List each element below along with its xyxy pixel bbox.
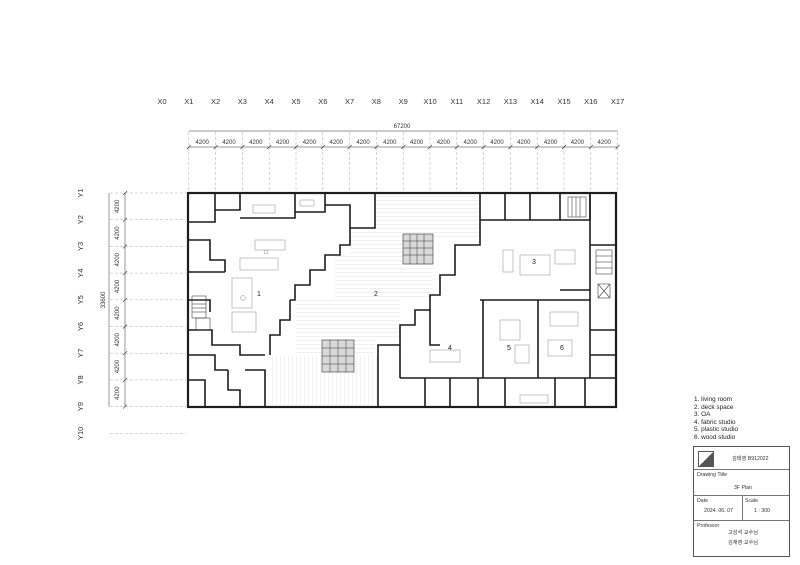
bay-dimension-y: 4200 [115, 306, 121, 320]
bay-dimension-y: 4200 [115, 252, 121, 266]
x-axis-label: X13 [504, 97, 517, 106]
y-axis-label: Y4 [76, 269, 85, 278]
bay-dimension-x: 4200 [330, 140, 344, 146]
student-name: 김태영 B912022 [732, 456, 769, 462]
room-legend: 1. living room 2. deck space 3. OA 4. fa… [694, 396, 738, 442]
skylight-north [402, 233, 434, 265]
bay-dimension-x: 4200 [303, 140, 317, 146]
bay-dimension-x: 4200 [356, 140, 370, 146]
x-axis-label: X3 [238, 97, 247, 106]
bay-dimension-y: 4200 [115, 333, 121, 347]
bay-dimension-x: 4200 [222, 140, 236, 146]
y-axis-label: Y6 [76, 322, 85, 331]
legend-item: 4. fabric studio [694, 418, 736, 426]
bay-dimension-y: 4200 [115, 279, 121, 293]
x-axis-label: X15 [557, 97, 570, 106]
x-axis-label: X16 [584, 97, 597, 106]
y-axis-label: Y10 [76, 427, 85, 440]
overall-dimension-x: 67200 [394, 124, 411, 130]
bay-dimension-x: 4200 [464, 140, 478, 146]
stair-cores [191, 196, 613, 331]
bay-dimension-x: 4200 [437, 140, 451, 146]
room-number-2: 2 [374, 291, 378, 298]
x-axis-label: X12 [477, 97, 490, 106]
bay-dimension-x: 4200 [196, 140, 210, 146]
title-block: 김태영 B912022 Drawing Title 3F Plan Date 2… [693, 446, 790, 557]
x-axis-label: X4 [265, 97, 274, 106]
skylight-south [321, 339, 355, 373]
drawing-title-label: Drawing Title [697, 472, 727, 478]
bay-dimension-y: 4200 [115, 386, 121, 400]
x-axis-label: X0 [157, 97, 166, 106]
x-axis-label: X11 [450, 97, 463, 106]
legend-item: 6. wood studio [694, 433, 736, 441]
furniture [231, 199, 579, 404]
room-number-5: 5 [507, 345, 511, 352]
x-axis-label: X9 [399, 97, 408, 106]
y-axis-label: Y1 [76, 188, 85, 197]
overall-dimension-y: 33600 [101, 291, 107, 308]
x-axis-label: X17 [611, 97, 624, 106]
legend-item: 5. plastic studio [694, 426, 739, 434]
y-axis-label: Y7 [76, 349, 85, 358]
y-axis-label: Y3 [76, 242, 85, 251]
x-axis-label: X7 [345, 97, 354, 106]
y-axis-label: Y5 [76, 295, 85, 304]
room-number-6: 6 [560, 345, 564, 352]
structural-grid [110, 132, 618, 434]
bay-dimension-y: 4200 [115, 359, 121, 373]
bay-dimension-x: 4200 [571, 140, 585, 146]
y-axis-label: Y9 [76, 402, 85, 411]
x-axis-label: X14 [531, 97, 544, 106]
scale-value: 1 : 300 [754, 508, 770, 514]
x-axis-label: X8 [372, 97, 381, 106]
legend-item: 2. deck space [694, 403, 734, 411]
school-logo [698, 451, 714, 467]
room-number-4: 4 [448, 345, 452, 352]
date-value: 2024. 06. 07 [704, 508, 733, 514]
x-axis-label: X6 [318, 97, 327, 106]
drawing-title: 3F Plan [734, 485, 752, 491]
bay-dimension-y: 4200 [115, 226, 121, 240]
professor-label: Professor [697, 523, 720, 529]
bay-dimension-x: 4200 [249, 140, 263, 146]
x-axis-label: X10 [423, 97, 436, 106]
x-axis-label: X1 [184, 97, 193, 106]
date-label: Date [697, 498, 708, 504]
bay-dimension-x: 4200 [276, 140, 290, 146]
bay-dimension-x: 4200 [544, 140, 558, 146]
dimension-lines: 4200 4200 4200 4200 4200 4200 4200 4200 4200 4200… [108, 130, 620, 409]
y-axis-label: Y8 [76, 375, 85, 384]
bay-dimension-x: 4200 [598, 140, 612, 146]
scale-label: Scale [745, 498, 758, 504]
bay-dimension-x: 4200 [490, 140, 504, 146]
legend-item: 1. living room [694, 396, 733, 403]
legend-item: 3. OA [694, 411, 711, 419]
x-axis-label: X2 [211, 97, 220, 106]
professor-2: 김재영 교수님 [728, 540, 759, 546]
room-number-3: 3 [532, 259, 536, 266]
bay-dimension-x: 4200 [517, 140, 531, 146]
interior-walls [188, 193, 616, 407]
bay-dimension-x: 4200 [383, 140, 397, 146]
x-axis-labels: X0 X1 X2 X3 X4 X5 X6 X7 X8 X9 X10 X11 X12 X13 X14 X15 X1… [157, 97, 624, 106]
x-axis-label: X5 [291, 97, 300, 106]
bay-dimension-x: 4200 [410, 140, 424, 146]
y-axis-label: Y2 [76, 215, 85, 224]
professor-1: 고성석 교수님 [728, 530, 759, 536]
bay-dimension-y: 4200 [115, 199, 121, 213]
room-number-1: 1 [257, 291, 261, 298]
